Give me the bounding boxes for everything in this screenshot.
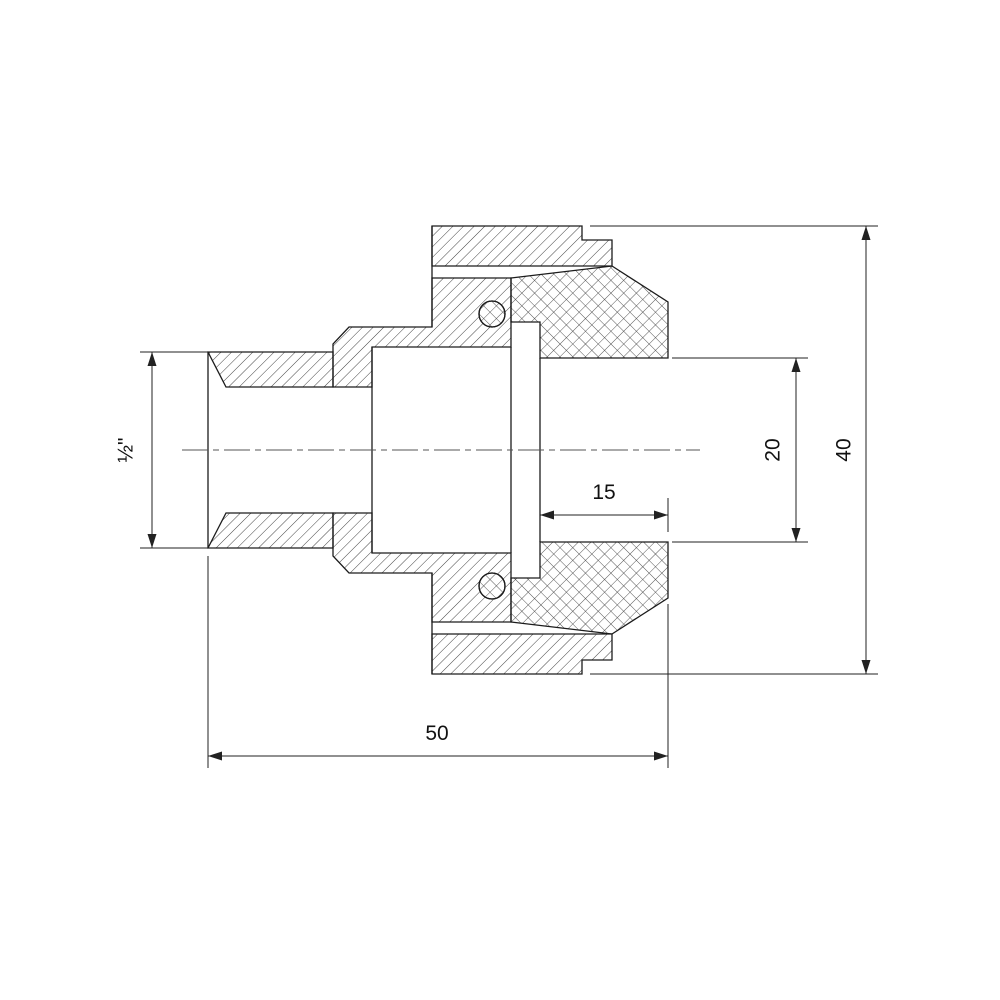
dimension-overall-length: 50 <box>207 556 669 768</box>
male-thread-section-bottom <box>206 512 334 549</box>
union-nut-section-bottom <box>431 633 613 675</box>
dimension-thread-size: ½" <box>115 351 214 549</box>
arrow-left-icon <box>208 751 222 761</box>
union-nut-section-top <box>431 225 613 267</box>
arrow-up-icon <box>147 352 157 366</box>
socket-depth-label: 15 <box>592 481 615 504</box>
dimension-outer-diameter: 40 <box>590 225 878 675</box>
arrow-right-icon <box>654 510 668 520</box>
thread-size-label: ½" <box>115 438 138 463</box>
arrow-down-icon <box>147 534 157 548</box>
arrow-up-icon <box>861 226 871 240</box>
bore-diameter-label: 20 <box>762 438 785 461</box>
male-thread-section-top <box>206 351 334 388</box>
brass-body-section-bottom <box>332 512 512 623</box>
brass-body-section-top <box>332 277 512 388</box>
dimension-bore-diameter: 20 <box>672 357 808 543</box>
socket-tail-section-bottom <box>510 541 669 635</box>
outer-diameter-label: 40 <box>833 438 856 461</box>
arrow-right-icon <box>654 751 668 761</box>
dimension-socket-depth: 15 <box>540 481 669 532</box>
arrow-left-icon <box>540 510 554 520</box>
socket-tail-section-top <box>510 265 669 359</box>
o-ring-icon-bottom <box>478 572 506 600</box>
arrow-down-icon <box>791 528 801 542</box>
overall-length-label: 50 <box>425 722 448 745</box>
o-ring-icon-top <box>478 300 506 328</box>
arrow-down-icon <box>861 660 871 674</box>
arrow-up-icon <box>791 358 801 372</box>
